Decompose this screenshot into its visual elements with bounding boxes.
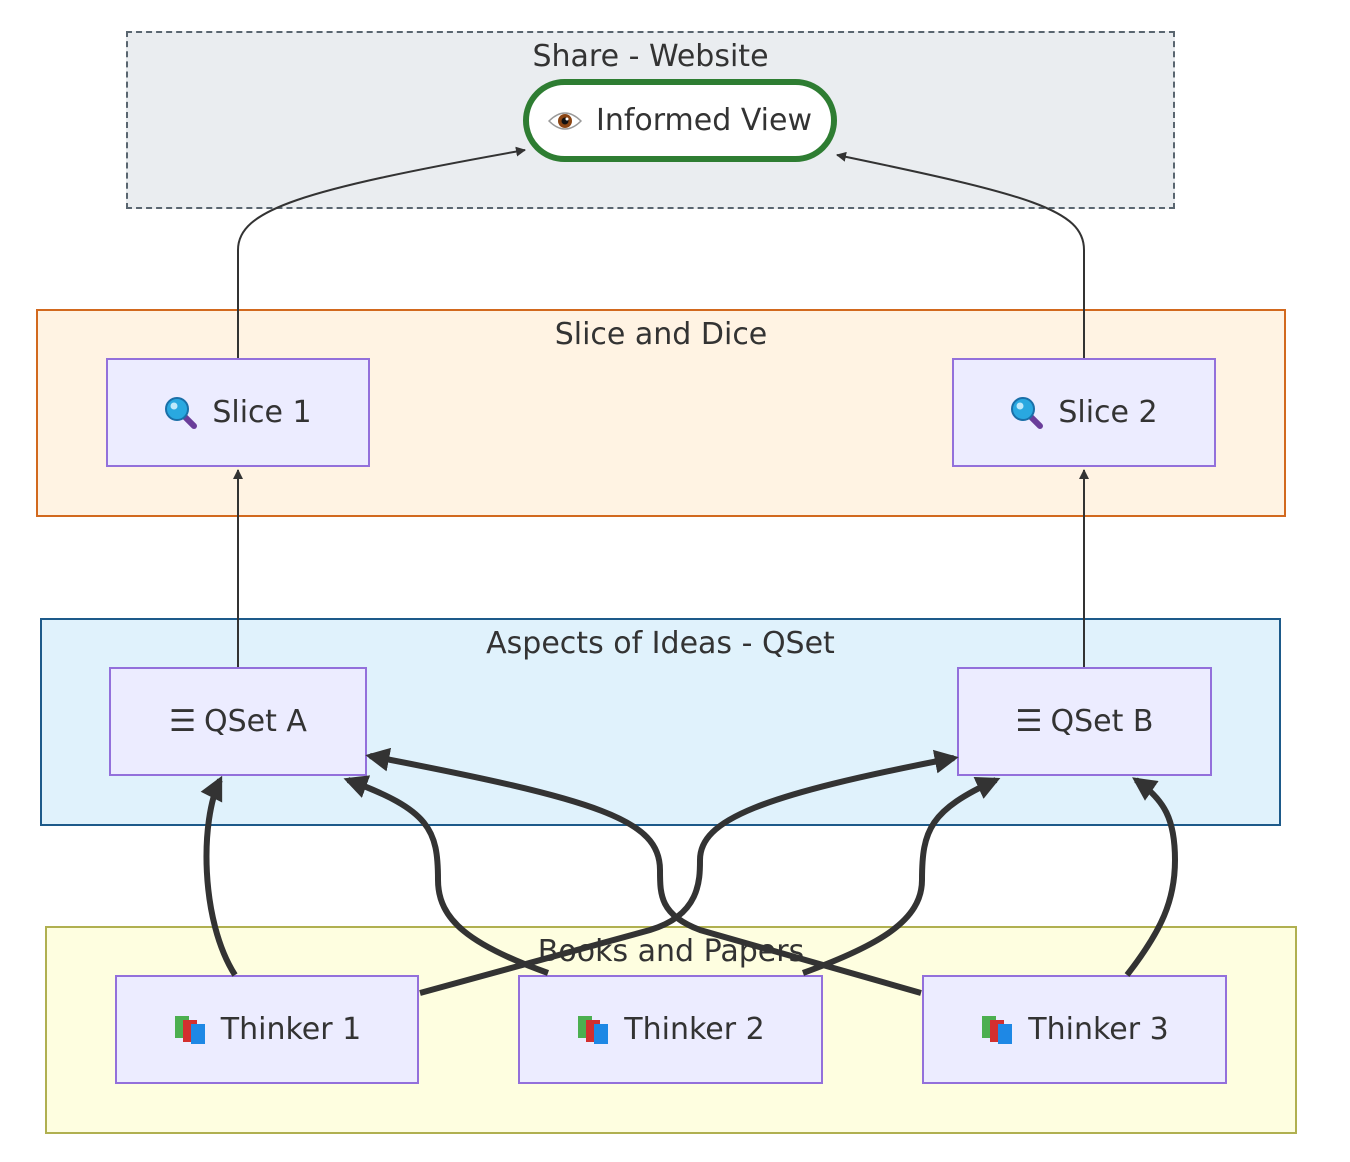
cluster-title: Aspects of Ideas - QSet (486, 626, 835, 661)
books-icon (576, 1014, 610, 1046)
node-slice-2[interactable]: Slice 2 (952, 358, 1216, 467)
node-thinker-3[interactable]: Thinker 3 (922, 975, 1227, 1084)
node-thinker-1[interactable]: Thinker 1 (115, 975, 419, 1084)
books-icon (173, 1014, 207, 1046)
node-label: Slice 2 (1058, 395, 1158, 430)
node-label: Thinker 1 (220, 1012, 362, 1047)
eye-icon (547, 109, 582, 133)
node-informed-view[interactable]: Informed View (523, 79, 837, 162)
node-label: Thinker 2 (624, 1012, 765, 1047)
node-label: Informed View (595, 103, 813, 138)
books-icon (980, 1014, 1014, 1046)
node-qset-b[interactable]: ☰ QSet B (957, 667, 1212, 776)
node-label: QSet A (203, 704, 307, 739)
list-icon: ☰ (169, 704, 196, 739)
node-qset-a[interactable]: ☰ QSet A (109, 667, 367, 776)
magnifier-icon (1010, 396, 1044, 430)
node-thinker-2[interactable]: Thinker 2 (518, 975, 823, 1084)
list-icon: ☰ (1015, 704, 1043, 739)
node-slice-1[interactable]: Slice 1 (106, 358, 370, 467)
magnifier-icon (164, 396, 198, 430)
node-label: Slice 1 (212, 395, 312, 430)
cluster-title: Share - Website (532, 39, 769, 74)
node-label: Thinker 3 (1028, 1012, 1169, 1047)
node-label: QSet B (1050, 704, 1154, 739)
cluster-title: Slice and Dice (554, 317, 768, 352)
cluster-title: Books and Papers (537, 934, 805, 969)
